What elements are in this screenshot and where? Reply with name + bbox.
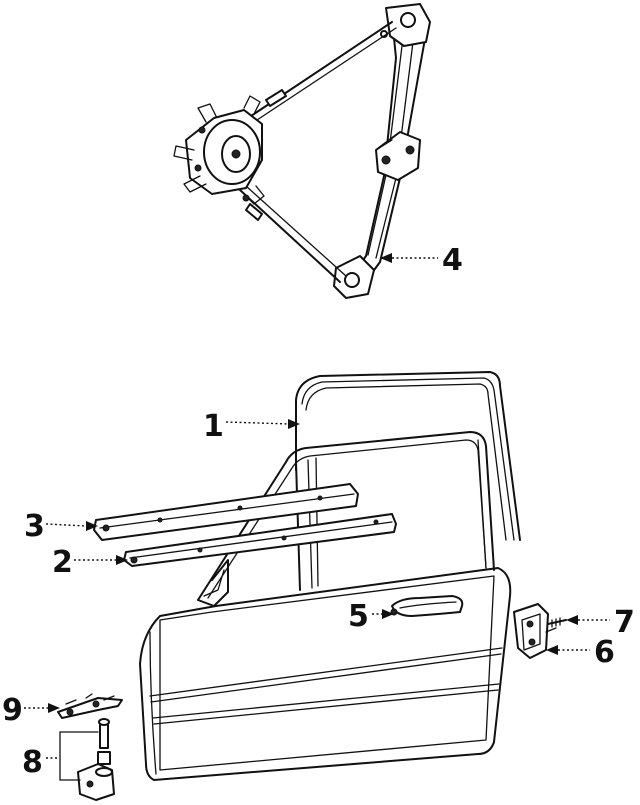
door-check-strap[interactable] (57, 693, 123, 719)
callout-8: 8 (22, 745, 43, 780)
arrow-7 (566, 615, 578, 625)
door-hinge-assembly[interactable] (59, 718, 115, 801)
window-regulator[interactable] (173, 3, 431, 299)
leader-lines (24, 253, 610, 759)
arrow-1 (288, 419, 300, 429)
callout-9: 9 (2, 693, 23, 728)
outside-door-handle[interactable] (390, 595, 464, 617)
callout-4: 4 (442, 243, 463, 278)
door-striker[interactable] (513, 603, 557, 659)
arrow-2 (116, 555, 128, 565)
door-frame-weatherstrip[interactable] (197, 371, 521, 607)
arrow-3 (86, 521, 98, 531)
callout-7: 7 (614, 605, 635, 640)
outer-belt-weatherstrip[interactable] (93, 483, 359, 541)
callout-5: 5 (348, 599, 369, 634)
callout-2: 2 (52, 545, 73, 580)
callout-1: 1 (203, 409, 224, 444)
arrow-6 (546, 645, 558, 655)
callout-numbers: 1 2 3 4 5 6 7 8 9 (2, 243, 635, 780)
callout-6: 6 (594, 635, 615, 670)
striker-screw[interactable] (547, 617, 567, 628)
callout-3: 3 (24, 509, 45, 544)
arrow-5 (382, 609, 394, 619)
door-shell (139, 567, 512, 781)
arrow-9 (48, 703, 60, 713)
arrow-4 (380, 253, 392, 263)
